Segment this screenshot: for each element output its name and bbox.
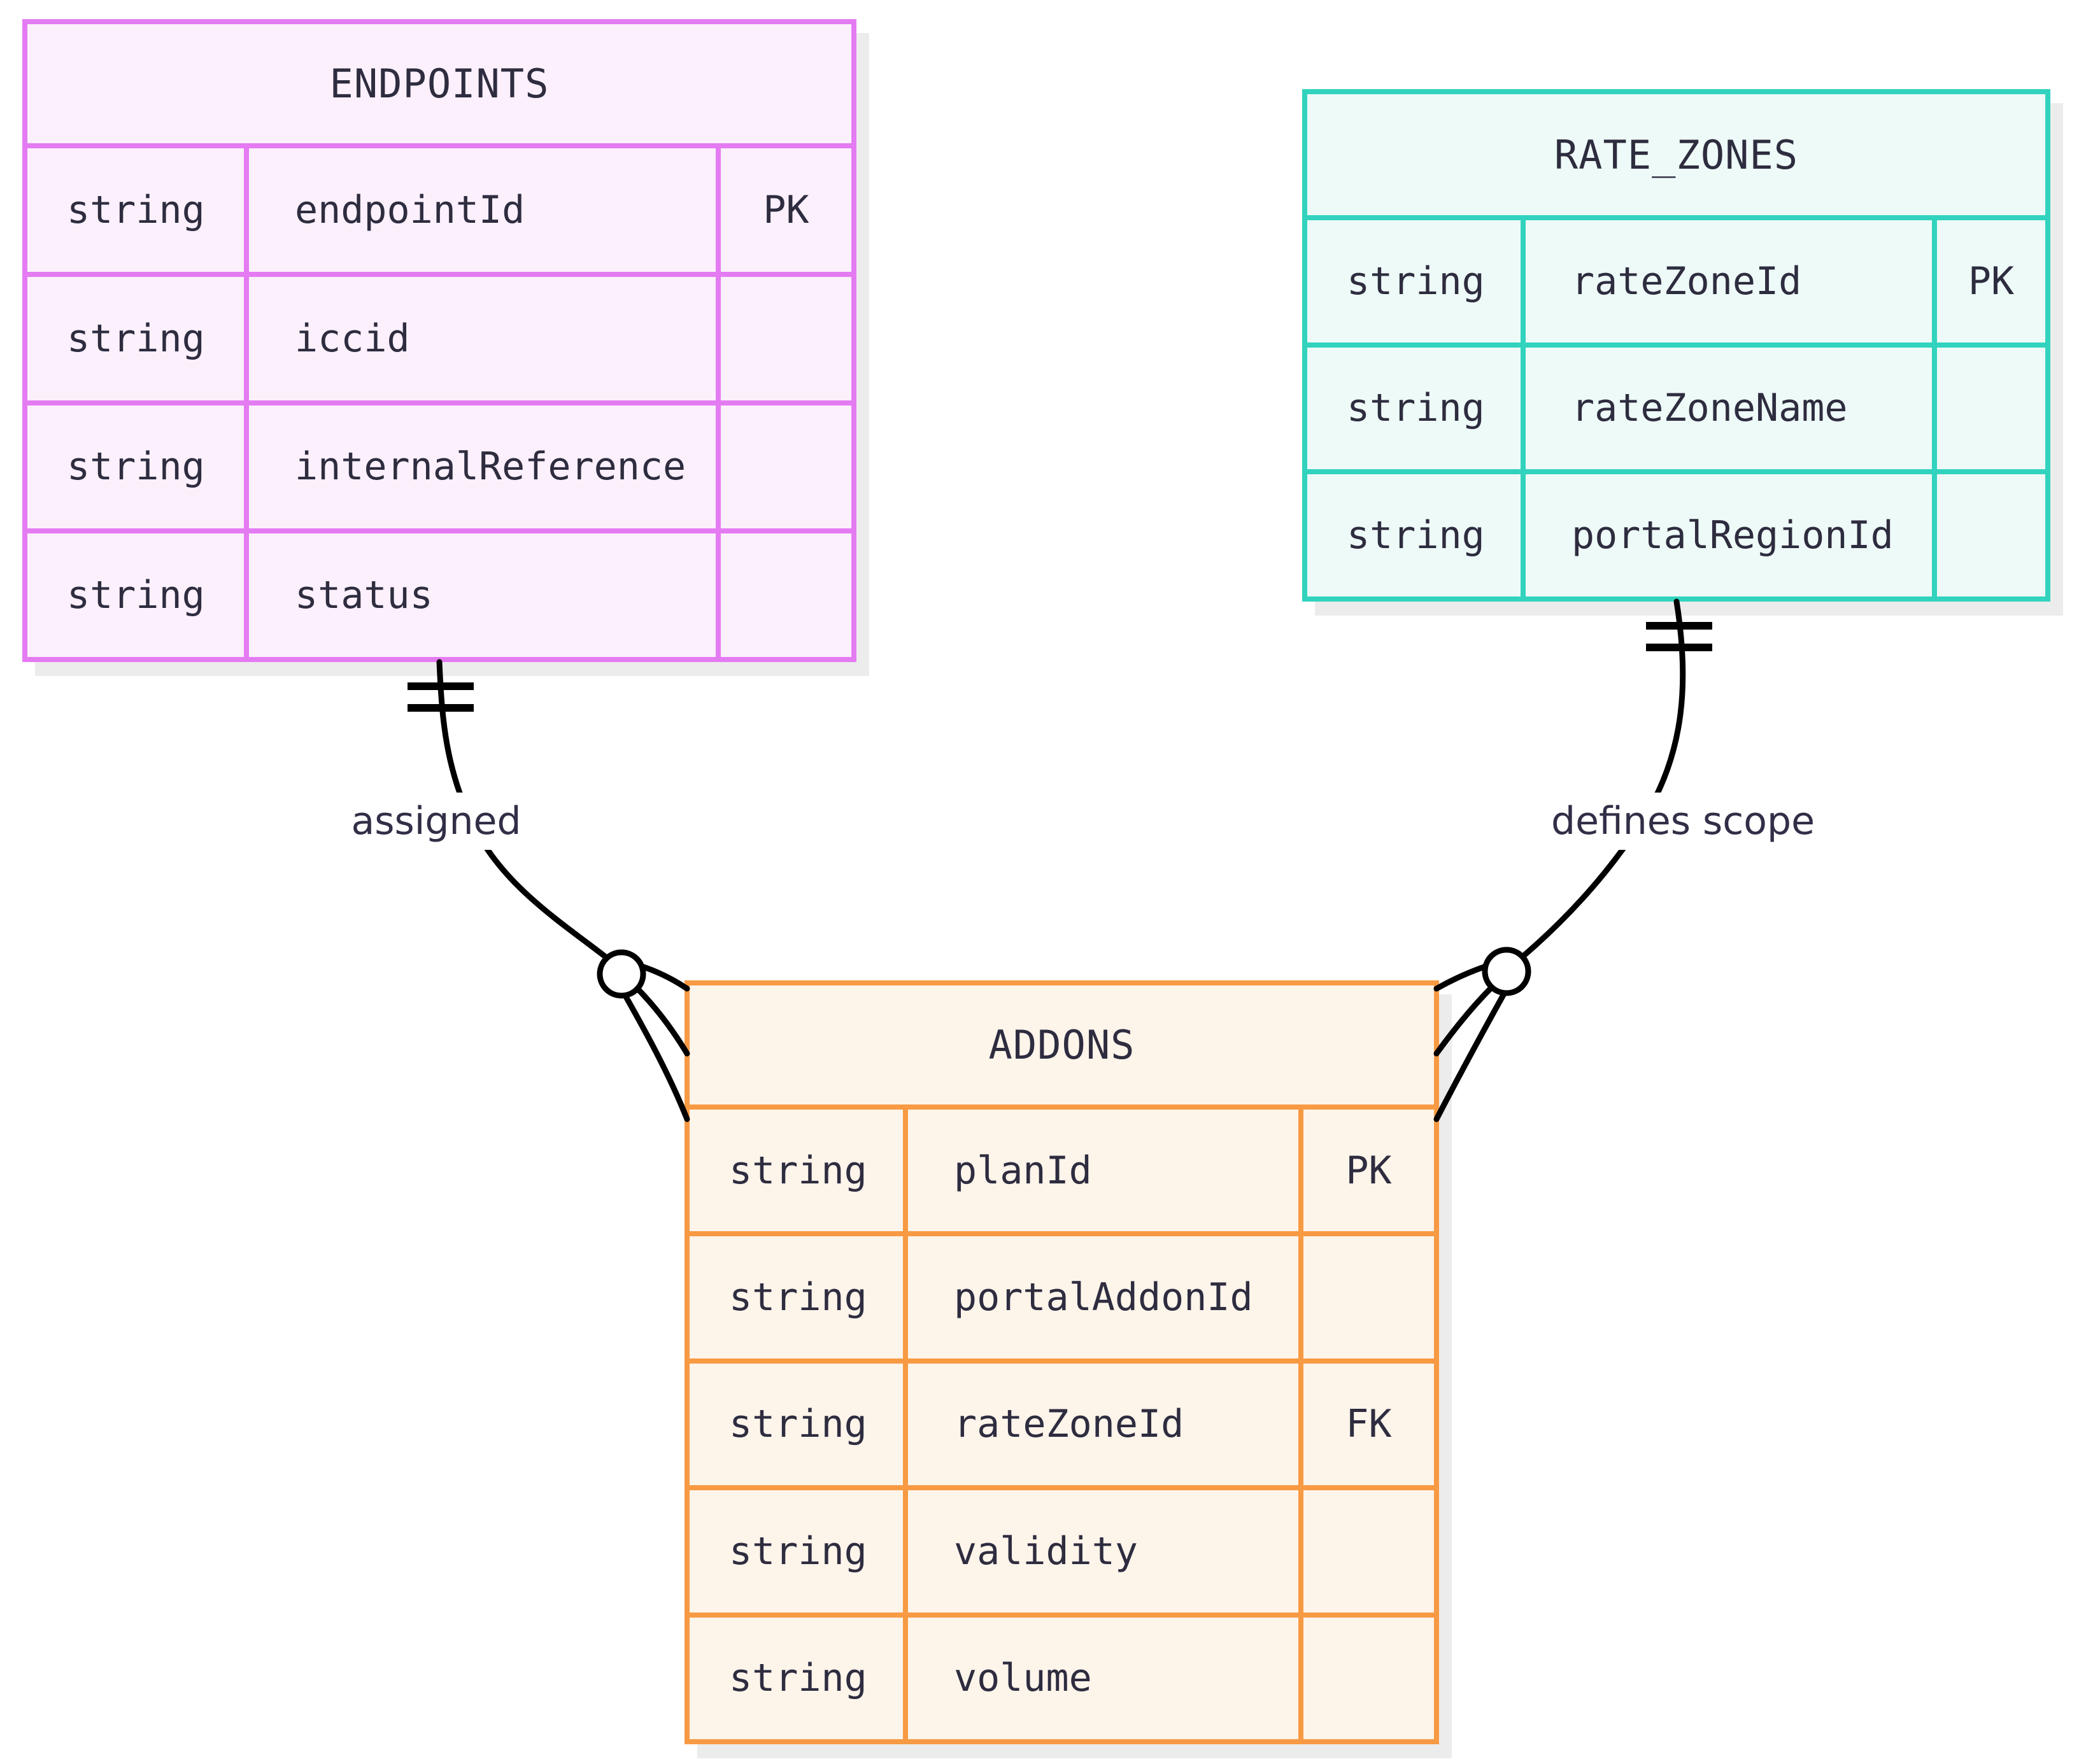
attr-key: PK (1937, 220, 2045, 342)
entity-endpoints-title: ENDPOINTS (27, 24, 851, 143)
attr-name: rateZoneId (1526, 220, 1932, 342)
attr-key: PK (721, 148, 851, 272)
attr-key (1303, 1490, 1434, 1612)
attr-name: internalReference (249, 405, 716, 529)
exactly-one-icon (408, 682, 474, 712)
attr-key: PK (1303, 1110, 1434, 1232)
attr-name: portalAddonId (908, 1236, 1298, 1358)
attr-type: string (690, 1363, 903, 1486)
relationship-label-assigned: assigned (337, 793, 536, 850)
attr-key (1303, 1617, 1434, 1739)
attr-key (721, 533, 851, 657)
attr-name: rateZoneName (1526, 347, 1932, 470)
attr-name: portalRegionId (1526, 474, 1932, 596)
attr-type: string (27, 533, 244, 657)
attr-name: planId (908, 1110, 1298, 1232)
attr-type: string (690, 1110, 903, 1232)
attr-key (721, 276, 851, 400)
attr-type: string (1307, 347, 1521, 470)
attr-type: string (27, 148, 244, 272)
attr-name: status (249, 533, 716, 657)
attr-key (1937, 347, 2045, 470)
entity-endpoints: ENDPOINTS string endpointId PK string ic… (22, 19, 856, 662)
attr-type: string (1307, 220, 1521, 342)
entity-rate-zones: RATE_ZONES string rateZoneId PK string r… (1302, 89, 2050, 602)
zero-or-many-icon (1433, 953, 1525, 1122)
attr-key (1937, 474, 2045, 596)
attr-name: validity (908, 1490, 1298, 1612)
entity-addons-title: ADDONS (690, 985, 1434, 1104)
relationship-defines-scope-line (1520, 598, 1686, 959)
attr-name: rateZoneId (908, 1363, 1298, 1486)
attr-name: endpointId (249, 148, 716, 272)
entity-rate-zones-title: RATE_ZONES (1307, 94, 2045, 215)
attr-key (721, 405, 851, 529)
zero-or-many-circle-icon (597, 949, 646, 999)
attr-type: string (1307, 474, 1521, 596)
attr-type: string (690, 1236, 903, 1358)
zero-or-many-circle-icon (1482, 947, 1531, 996)
attr-key: FK (1303, 1363, 1434, 1486)
attr-name: volume (908, 1617, 1298, 1739)
exactly-one-icon (1646, 622, 1712, 651)
relationship-label-defines-scope: defines scope (1536, 793, 1829, 850)
attr-name: iccid (249, 276, 716, 400)
entity-addons: ADDONS string planId PK string portalAdd… (685, 980, 1439, 1744)
zero-or-many-icon (604, 955, 690, 1122)
attr-type: string (690, 1617, 903, 1739)
attr-type: string (690, 1490, 903, 1612)
attr-key (1303, 1236, 1434, 1358)
attr-type: string (27, 405, 244, 529)
attr-type: string (27, 276, 244, 400)
